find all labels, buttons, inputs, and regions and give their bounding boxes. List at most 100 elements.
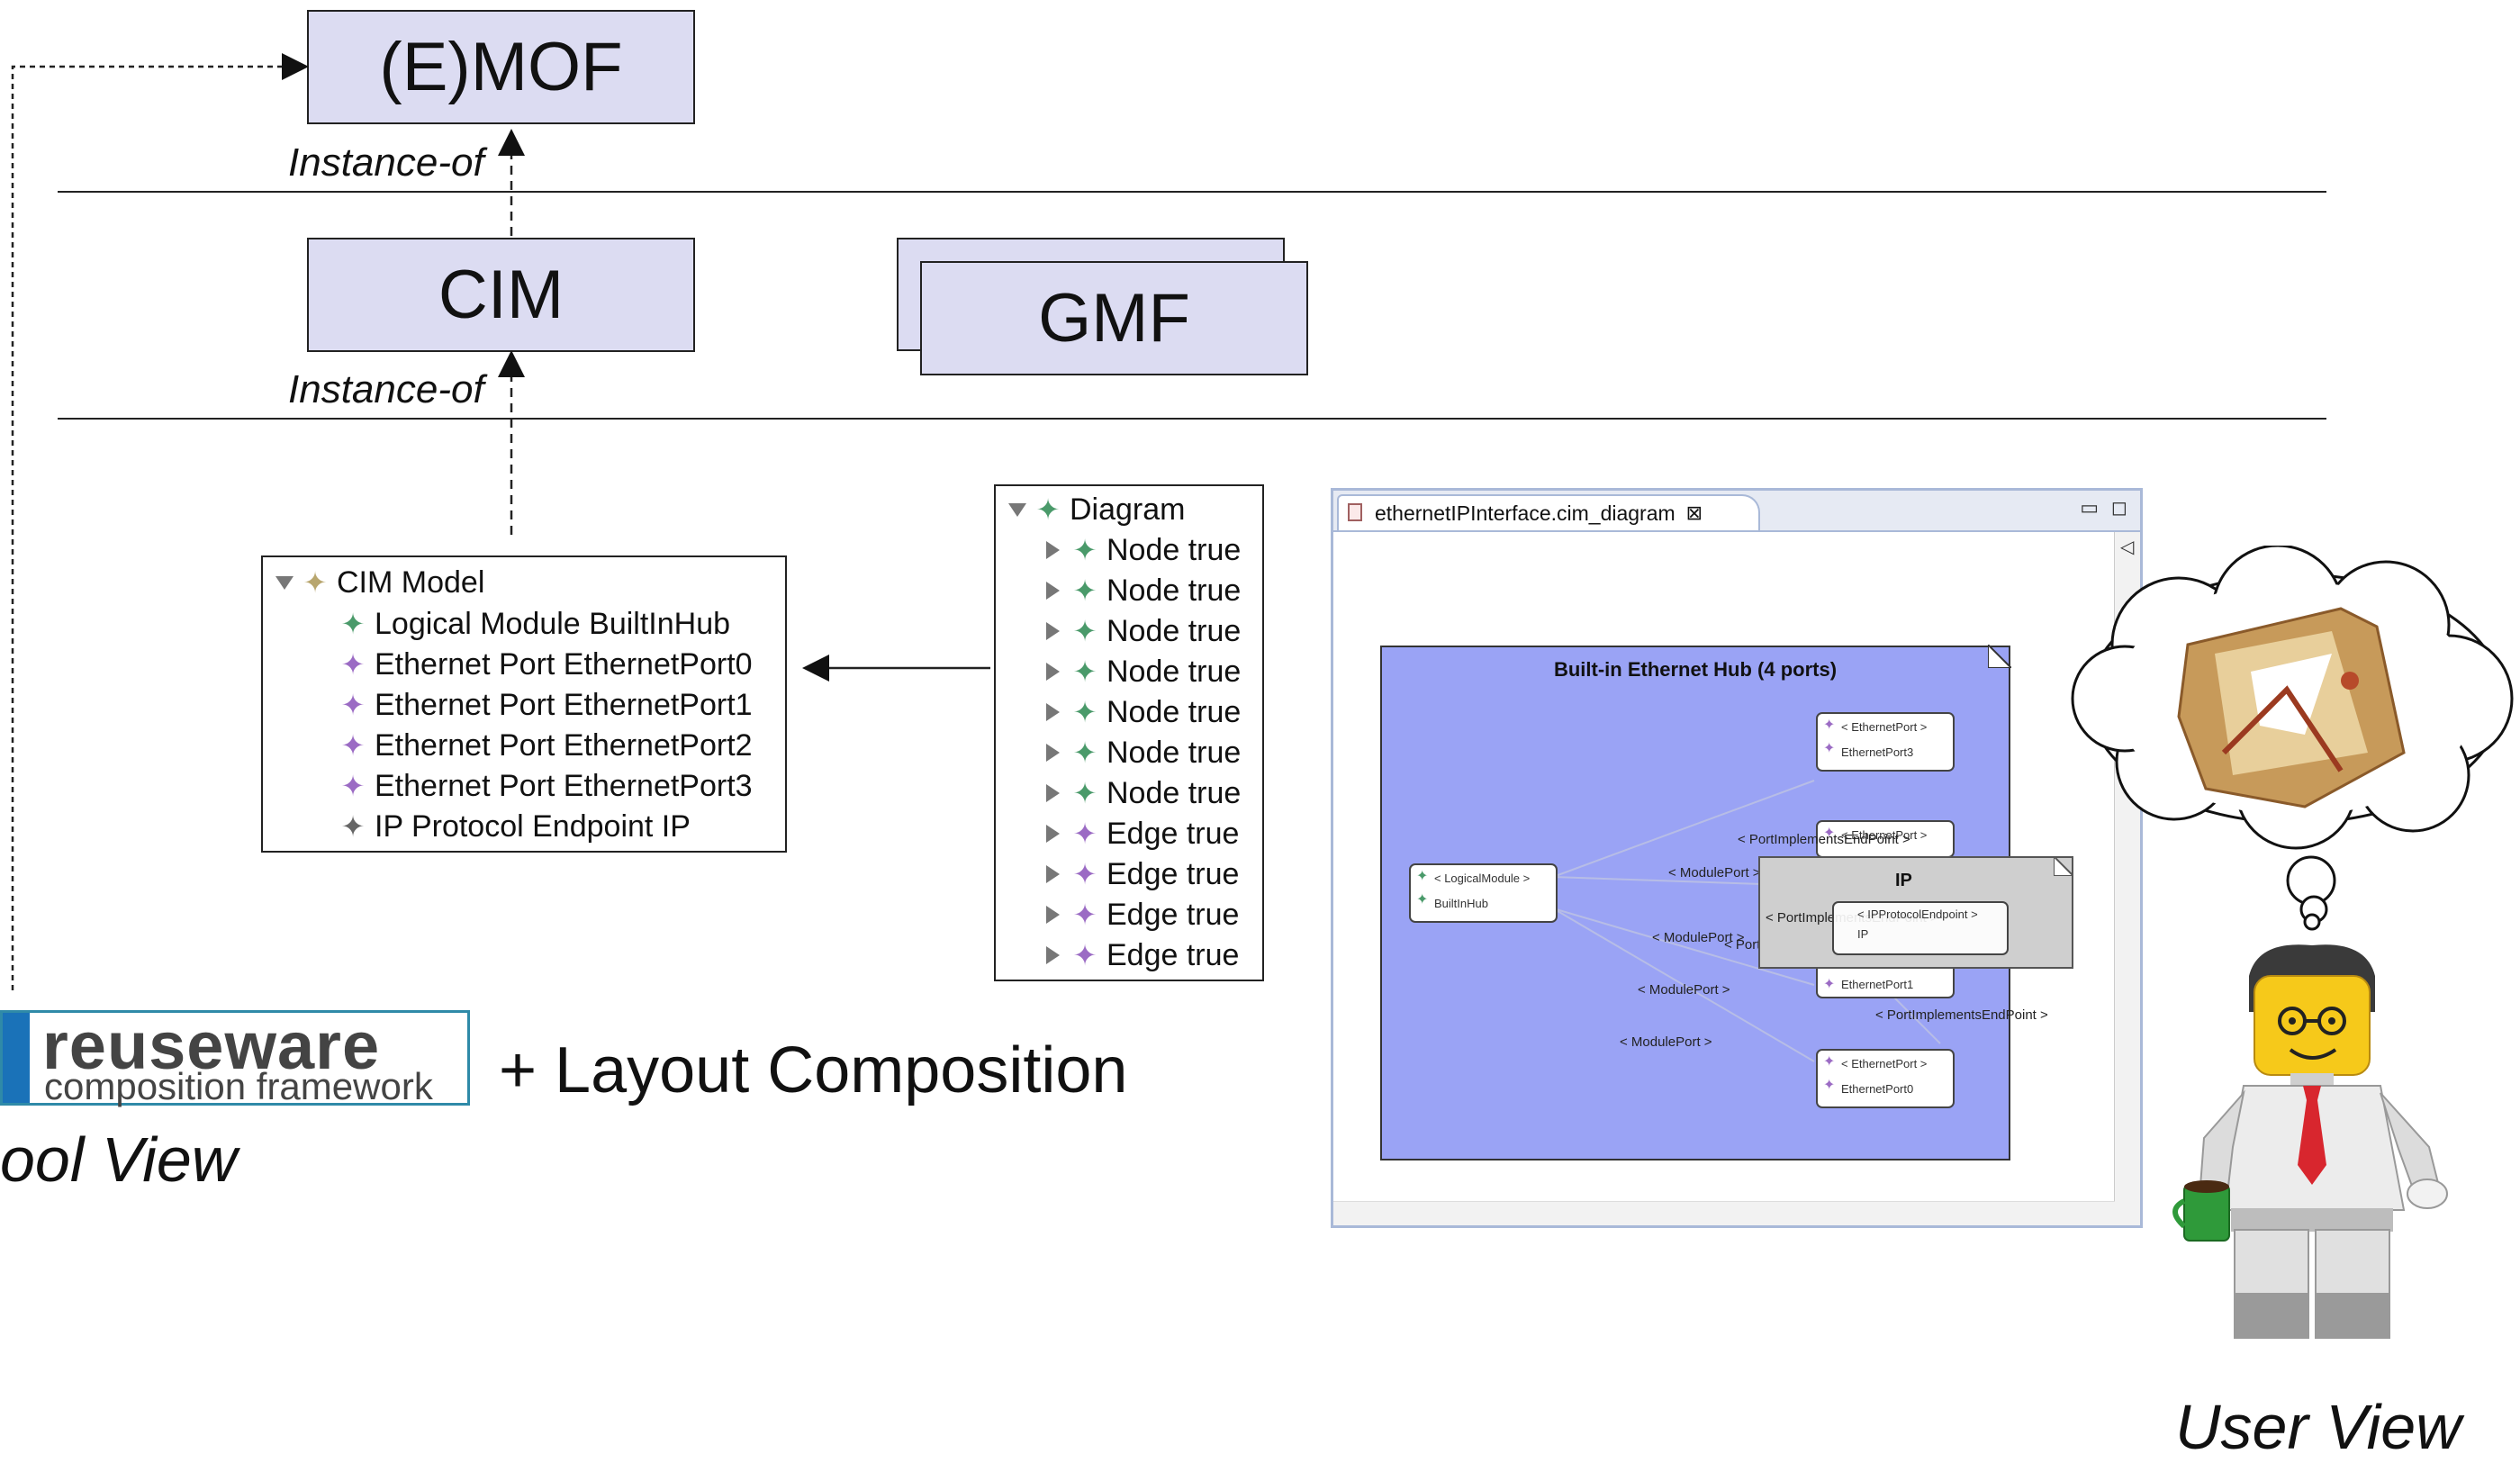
purple-gem-icon: ✦	[340, 648, 366, 681]
tree-item[interactable]: ✦ Edge true	[1046, 895, 1239, 935]
tree-item-label: Ethernet Port EthernetPort3	[375, 768, 753, 803]
green-gem-icon: ✦	[340, 608, 366, 640]
horizontal-scrollbar[interactable]	[1333, 1201, 2115, 1225]
tree-item[interactable]: ✦ Ethernet Port EthernetPort3	[340, 766, 753, 806]
diamond-icon: ✦	[1416, 892, 1429, 908]
gray-gem-icon: ✦	[340, 810, 366, 843]
ip-title: IP	[1895, 871, 1912, 890]
mug-shape	[2183, 1184, 2230, 1242]
logo-word: reuseware	[42, 1008, 381, 1083]
gmf-box: GMF	[920, 261, 1308, 375]
collapsed-arrow-icon[interactable]	[1046, 784, 1060, 802]
ip-container[interactable]: IP < PortImplementsEndPoint > < IPProtoc…	[1758, 856, 2073, 969]
layer-divider-bottom	[58, 418, 2326, 420]
editor-tab[interactable]: ethernetIPInterface.cim_diagram ⊠	[1337, 494, 1760, 530]
green-gem-icon: ✦	[1072, 615, 1097, 647]
tree-item[interactable]: ✦ Ethernet Port EthernetPort0	[340, 645, 753, 684]
tree-item[interactable]: ✦ Edge true	[1046, 814, 1239, 853]
purple-gem-icon: ✦	[1072, 939, 1097, 971]
diamond-icon: ✦	[1823, 718, 1836, 733]
collapsed-arrow-icon[interactable]	[1046, 946, 1060, 964]
green-gem-icon: ✦	[1072, 777, 1097, 809]
tree-item[interactable]: ✦ Node true	[1046, 530, 1241, 570]
cim-box: CIM	[307, 238, 695, 352]
tree-item-label: Edge true	[1106, 897, 1240, 932]
diagram-tree-root[interactable]: ✦ Diagram	[1008, 490, 1185, 529]
node-name-label: EthernetPort3	[1841, 745, 1914, 759]
tree-item-label: Node true	[1106, 573, 1242, 608]
tree-item[interactable]: ✦ Ethernet Port EthernetPort2	[340, 726, 753, 765]
collapsed-arrow-icon[interactable]	[1046, 865, 1060, 883]
ethernet-port-node[interactable]: ✦ < EthernetPort > ✦ EthernetPort0	[1816, 1049, 1955, 1108]
tree-item-label: Node true	[1106, 613, 1242, 648]
purple-gem-icon: ✦	[1072, 899, 1097, 931]
tree-item-label: Node true	[1106, 694, 1242, 729]
tree-item[interactable]: ✦ Node true	[1046, 692, 1241, 732]
close-icon[interactable]: ⊠	[1685, 501, 1703, 524]
loop-connector	[11, 53, 309, 990]
edge-label: < PortImplementsEndPoint >	[1738, 832, 1910, 847]
purple-gem-icon: ✦	[340, 770, 366, 802]
tree-item[interactable]: ✦ Edge true	[1046, 935, 1239, 975]
tree-item[interactable]: ✦ Node true	[1046, 611, 1241, 651]
editor-tab-title: ethernetIPInterface.cim_diagram	[1375, 501, 1675, 525]
ethernet-port-node[interactable]: ✦ < EthernetPort > ✦ EthernetPort3	[1816, 712, 1955, 772]
tree-item[interactable]: ✦ Ethernet Port EthernetPort1	[340, 685, 753, 725]
green-gem-icon: ✦	[1072, 574, 1097, 607]
ip-endpoint-node[interactable]: < IPProtocolEndpoint > IP	[1832, 901, 2009, 955]
tree-item[interactable]: ✦ Node true	[1046, 733, 1241, 772]
collapsed-arrow-icon[interactable]	[1046, 703, 1060, 721]
thought-bubble	[2071, 546, 2514, 931]
instance-of-label-bottom: Instance-of	[288, 367, 484, 411]
layout-composition-text: + Layout Composition	[499, 1034, 1128, 1106]
layer-divider-top	[58, 191, 2326, 193]
diagram-editor-window: ethernetIPInterface.cim_diagram ⊠ ▭ ◻ ◁ …	[1331, 488, 2143, 1228]
tool-view-label: ool View	[0, 1124, 238, 1195]
cim-tree-root[interactable]: ✦ CIM Model	[275, 563, 484, 602]
tree-item[interactable]: ✦ Node true	[1046, 571, 1241, 610]
diagram-tree-root-label: Diagram	[1070, 492, 1186, 527]
hub-container[interactable]: Built-in Ethernet Hub (4 ports) ✦ < Logi…	[1380, 645, 2073, 1160]
tree-item-label: Node true	[1106, 654, 1242, 689]
collapsed-arrow-icon[interactable]	[1046, 744, 1060, 762]
diamond-icon: ✦	[1823, 826, 1836, 841]
expand-arrow-icon[interactable]	[275, 575, 294, 590]
green-gem-icon: ✦	[1072, 696, 1097, 728]
collapsed-arrow-icon[interactable]	[1046, 825, 1060, 843]
tree-item-label: Node true	[1106, 775, 1242, 810]
tree-item-label: Ethernet Port EthernetPort1	[375, 687, 753, 722]
collapsed-arrow-icon[interactable]	[1046, 663, 1060, 681]
collapsed-arrow-icon[interactable]	[1046, 622, 1060, 640]
node-top-label: < EthernetPort >	[1841, 1057, 1928, 1070]
edge-label: < ModulePort >	[1668, 865, 1761, 881]
cim-tree-root-label: CIM Model	[337, 564, 485, 600]
purple-gem-icon: ✦	[1072, 858, 1097, 890]
bubble-dot-small	[2303, 913, 2321, 931]
purple-gem-icon: ✦	[1072, 817, 1097, 850]
green-gem-icon: ✦	[1072, 655, 1097, 688]
ethernet-port-node[interactable]: ✦ < EthernetPort >	[1816, 820, 1955, 858]
edge-label: < ModulePort >	[1620, 1034, 1712, 1050]
lego-figure	[2172, 944, 2448, 1339]
collapsed-arrow-icon[interactable]	[1046, 906, 1060, 924]
scroll-left-arrow-icon[interactable]: ◁	[2120, 537, 2135, 557]
user-view-label: User View	[2175, 1392, 2461, 1462]
collapsed-arrow-icon[interactable]	[1046, 582, 1060, 600]
logo-subtitle: composition framework	[44, 1065, 433, 1107]
tree-item-label: Logical Module BuiltInHub	[375, 606, 731, 641]
collapsed-arrow-icon[interactable]	[1046, 541, 1060, 559]
tree-item[interactable]: ✦ Node true	[1046, 652, 1241, 691]
minimize-icon[interactable]: ▭	[2080, 496, 2099, 519]
tree-item[interactable]: ✦ IP Protocol Endpoint IP	[340, 807, 691, 846]
instance-of-label-top: Instance-of	[288, 140, 484, 185]
reuseware-logo: reuseware composition framework	[0, 1008, 470, 1107]
tree-item[interactable]: ✦ Node true	[1046, 773, 1241, 813]
tree-item[interactable]: ✦ Logical Module BuiltInHub	[340, 604, 730, 644]
tree-item[interactable]: ✦ Edge true	[1046, 854, 1239, 894]
maximize-icon[interactable]: ◻	[2110, 496, 2127, 519]
logical-module-node[interactable]: ✦ < LogicalModule > ✦ BuiltInHub	[1409, 863, 1558, 923]
tree-item-label: Edge true	[1106, 937, 1240, 972]
tree-item-label: Ethernet Port EthernetPort2	[375, 727, 753, 763]
cim-label: CIM	[438, 257, 565, 333]
expand-arrow-icon[interactable]	[1008, 502, 1026, 517]
